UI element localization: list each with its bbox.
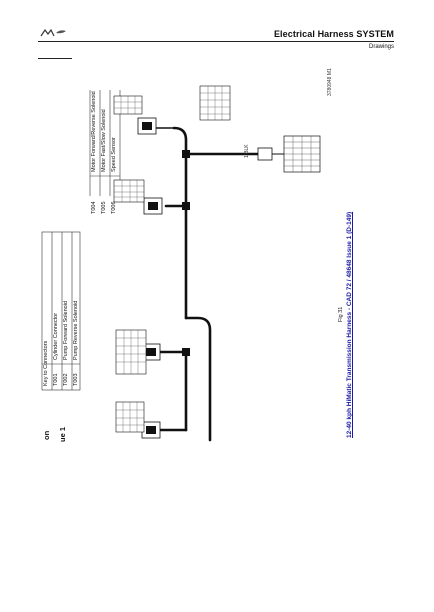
legend-left-label-2: Pump Forward Solenoid — [63, 300, 69, 360]
wire-label: 1 BLK — [244, 144, 250, 158]
legend-right-code-2: T005 — [101, 201, 107, 214]
header-subtitle: Drawings — [368, 44, 394, 50]
legend-left-code-2: T002 — [63, 373, 69, 386]
legend-left-code-1: T001 — [53, 373, 59, 386]
legend-left-label-3: Pump Reverse Solenoid — [73, 300, 79, 360]
connector-t003 — [115, 329, 161, 375]
legend-right-code-3: T006 — [111, 201, 117, 214]
figure-label: Fig 31 — [338, 306, 344, 322]
legend-right-label-3: Speed Sensor — [111, 137, 117, 172]
header-divider — [38, 41, 394, 42]
legend-right-label-2: Motor Fast/Slow Solenoid — [101, 109, 107, 172]
connector-table-upper — [199, 85, 231, 121]
harness-trunk — [158, 126, 262, 442]
connector-t004 — [115, 401, 161, 439]
header-title: Electrical Harness SYSTEM — [273, 29, 394, 39]
figure-caption-link[interactable]: 12-40 kph HiMatic Transmission Harness -… — [346, 211, 353, 438]
splice-markers — [182, 150, 190, 356]
legend-left-code-3: T003 — [73, 373, 79, 386]
left-divider — [38, 58, 72, 59]
section-title-line2: ue 1 — [58, 426, 67, 442]
legend-table-left — [41, 231, 81, 391]
legend-right-code-1: T004 — [91, 201, 97, 214]
legend-right-label-1: Motor Forward/Reverse Solenoid — [91, 91, 97, 172]
connector-t001 — [113, 95, 174, 135]
drawing-number: 3780948 M1 — [327, 68, 333, 96]
legend-left-label-1: Cylinder Connector — [53, 312, 59, 360]
section-title-line1: on — [42, 430, 51, 440]
legend-left-heading: Key to Connectors — [43, 340, 49, 386]
connector-t006 — [257, 135, 321, 173]
brand-logo — [40, 28, 66, 37]
connector-t002 — [113, 179, 163, 215]
